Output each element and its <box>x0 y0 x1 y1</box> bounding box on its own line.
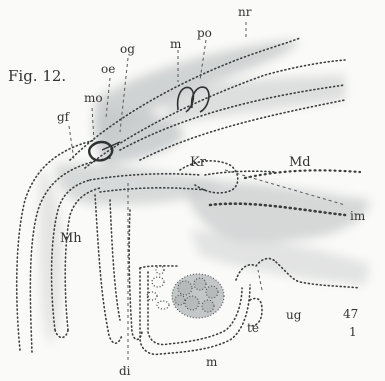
label-Md: Md <box>289 155 311 170</box>
label-m-bottom: m <box>206 355 218 369</box>
plate-number-2: 1 <box>349 325 357 339</box>
label-mo: mo <box>84 91 103 105</box>
label-te: te <box>247 321 259 335</box>
label-oe: oe <box>101 62 115 76</box>
label-Kr: Kr <box>190 155 207 170</box>
plate-number-1: 47 <box>343 307 358 321</box>
label-m-top: m <box>170 37 182 51</box>
label-ug: ug <box>286 308 302 322</box>
label-Mh: Mh <box>60 231 82 246</box>
label-nr: nr <box>238 5 252 19</box>
label-og: og <box>120 42 135 56</box>
label-di: di <box>119 364 131 378</box>
label-gf: gf <box>57 110 71 124</box>
figure-title: Fig. 12. <box>8 67 66 85</box>
gland-cluster <box>172 274 224 318</box>
label-po: po <box>197 26 212 40</box>
small-follicles <box>147 266 169 309</box>
label-im: im <box>350 209 366 223</box>
